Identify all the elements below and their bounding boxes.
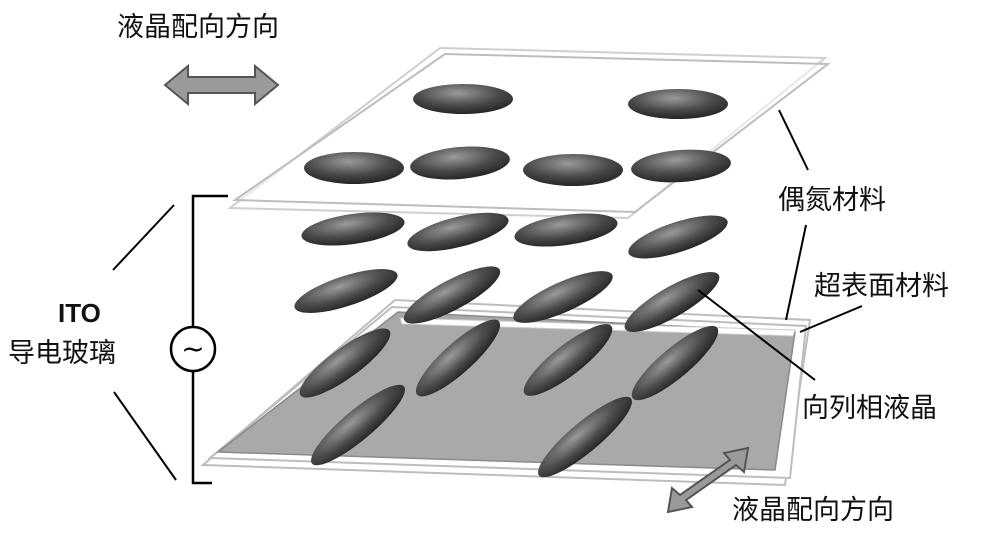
azo-leader-top xyxy=(778,109,809,171)
lc-molecule xyxy=(631,149,731,183)
lc-molecule xyxy=(403,266,501,324)
double-arrow-horizontal-icon xyxy=(163,63,280,107)
lc-molecule xyxy=(299,328,391,398)
lc-molecule xyxy=(624,272,720,332)
double-arrow-diagonal-icon xyxy=(666,446,750,514)
lc-molecule xyxy=(407,212,509,252)
lc-molecule xyxy=(413,84,513,114)
bottom-substrate xyxy=(200,298,812,487)
ito-leader-bottom xyxy=(113,391,177,481)
conductive-glass-label: 导电玻璃 xyxy=(8,338,116,369)
lc-molecule xyxy=(513,271,613,323)
lc-molecule xyxy=(410,146,510,180)
top-glass-edge-2 xyxy=(231,52,831,214)
lc-molecule xyxy=(631,325,719,401)
lc-molecule xyxy=(523,324,613,396)
azo-material-label: 偶氮材料 xyxy=(778,185,886,216)
molecules xyxy=(294,84,731,478)
lc-molecule xyxy=(514,213,618,247)
ac-source-symbol: ~ xyxy=(181,332,204,365)
top-glass xyxy=(227,46,831,220)
ito-leader-top xyxy=(112,204,175,271)
lc-molecule xyxy=(415,319,501,397)
top-direction-label: 液晶配向方向 xyxy=(117,12,279,43)
nematic-lc-label: 向列相液晶 xyxy=(802,393,937,424)
lc-molecule xyxy=(294,269,398,313)
lc-molecule xyxy=(628,215,728,259)
ito-circuit: ~ xyxy=(112,194,228,485)
lc-molecule xyxy=(523,154,623,186)
lc-molecule xyxy=(628,89,728,119)
lc-molecule xyxy=(311,384,405,466)
ito-label: ITO xyxy=(58,298,101,328)
bottom-direction-label: 液晶配向方向 xyxy=(732,495,894,526)
azo-leader-bottom xyxy=(785,224,807,321)
nematic-leader xyxy=(697,289,816,381)
lc-molecule xyxy=(304,152,404,184)
metasurface-leader xyxy=(799,305,863,333)
ac-source-icon xyxy=(169,325,217,373)
metasurface-material-label: 超表面材料 xyxy=(814,271,949,302)
lc-molecule xyxy=(301,212,405,246)
lc-molecule xyxy=(538,396,632,478)
leader-lines xyxy=(697,109,863,381)
